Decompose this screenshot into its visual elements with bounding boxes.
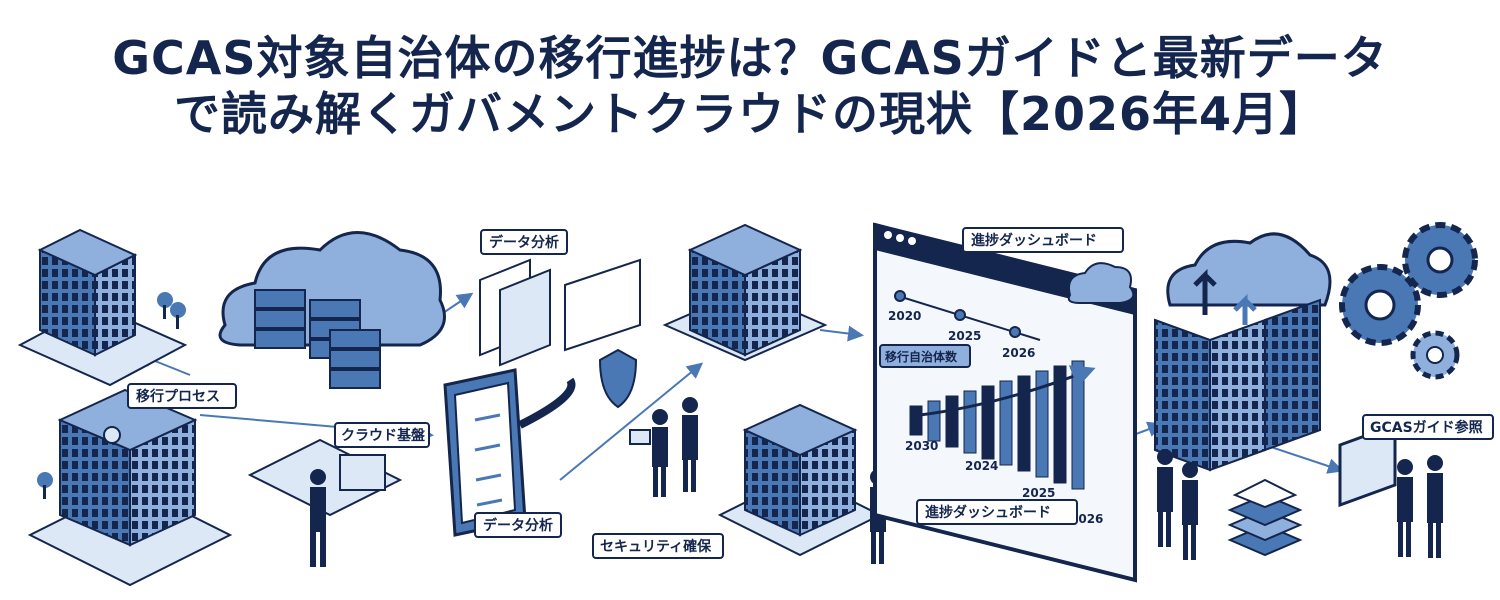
svg-text:クラウド基盤: クラウド基盤: [341, 427, 426, 444]
label-data-analysis-bottom: データ分析: [474, 512, 562, 538]
monitor-icon: [339, 454, 386, 491]
bar: [963, 390, 977, 454]
cloud-server-icon: [218, 231, 446, 389]
bar: [1035, 370, 1049, 478]
person-icon: [1427, 455, 1443, 471]
title-line-1: GCAS対象自治体の移行進捗は？GCASガイドと最新データ: [112, 31, 1388, 85]
svg-text:データ分析: データ分析: [483, 517, 553, 534]
bar: [927, 400, 941, 442]
document-stack-icon: [479, 258, 641, 367]
bar: [1071, 360, 1085, 490]
label-dashboard-bottom: 進捗ダッシュボード: [916, 499, 1078, 525]
laptop-icon: [629, 397, 698, 497]
dashboard-window: 2020 2025 2026 移行自治体数 2030 2024 2025 202…: [873, 222, 1137, 583]
person-icon: [1182, 462, 1198, 478]
office-building-icon: [717, 403, 886, 564]
axis-year: 2030: [905, 439, 938, 453]
bar: [999, 380, 1013, 466]
svg-text:進捗ダッシュボード: 進捗ダッシュボード: [971, 232, 1097, 249]
label-security: セキュリティ確保: [592, 533, 724, 559]
axis-year: 2024: [965, 459, 998, 473]
bar: [1017, 375, 1031, 472]
svg-text:進捗ダッシュボード: 進捗ダッシュボード: [925, 504, 1051, 521]
illustration-scene: 2020 2025 2026 移行自治体数 2030 2024 2025 202…: [17, 222, 1494, 587]
person-icon: [310, 469, 326, 485]
bar: [909, 405, 923, 436]
person-icon: [1157, 449, 1173, 465]
bar: [945, 395, 959, 448]
title-line-2: で読み解くガバメントクラウドの現状【2026年4月】: [173, 87, 1327, 141]
label-data-analysis-top: データ分析: [480, 229, 568, 255]
label-gcas-guide: GCASガイド参照: [1362, 414, 1494, 440]
people-group: [1157, 449, 1198, 560]
label-cloud-platform: クラウド基盤: [334, 422, 430, 448]
person-at-desk: [247, 438, 403, 567]
svg-text:セキュリティ確保: セキュリティ確保: [600, 538, 712, 555]
chart-label: 移行自治体数: [885, 349, 958, 364]
gear-icon: [103, 426, 121, 444]
svg-text:データ分析: データ分析: [489, 234, 559, 251]
timeline-year: 2026: [1002, 346, 1035, 360]
clipboard-checklist-icon: [443, 368, 576, 537]
document-stack-icon: [1227, 478, 1303, 557]
office-building-icon: [662, 223, 828, 362]
cloud-server-icon: [1154, 232, 1332, 472]
person-icon: [652, 409, 668, 425]
title-block: GCAS対象自治体の移行進捗は？GCASガイドと最新データ で読み解くガバメント…: [0, 30, 1500, 142]
timeline-year: 2020: [888, 309, 921, 323]
shield-icon: [598, 348, 638, 409]
label-dashboard-top: 進捗ダッシュボード: [962, 227, 1124, 253]
cloud-icon: [1067, 262, 1135, 304]
axis-year: 2025: [1022, 486, 1055, 500]
axis-year: 2026: [1070, 512, 1103, 526]
svg-text:GCASガイド参照: GCASガイド参照: [1370, 419, 1483, 436]
bar: [981, 385, 995, 460]
timeline-year: 2025: [948, 329, 981, 343]
office-building-icon: [17, 228, 188, 387]
person-icon: [682, 397, 698, 413]
guide-screen: [1338, 422, 1443, 558]
gear-icon: [1339, 222, 1478, 380]
office-building-icon: [27, 388, 233, 587]
svg-text:移行プロセス: 移行プロセス: [136, 388, 220, 405]
bar: [1053, 365, 1067, 484]
person-icon: [1397, 459, 1413, 475]
label-migration-process: 移行プロセス: [127, 383, 237, 409]
